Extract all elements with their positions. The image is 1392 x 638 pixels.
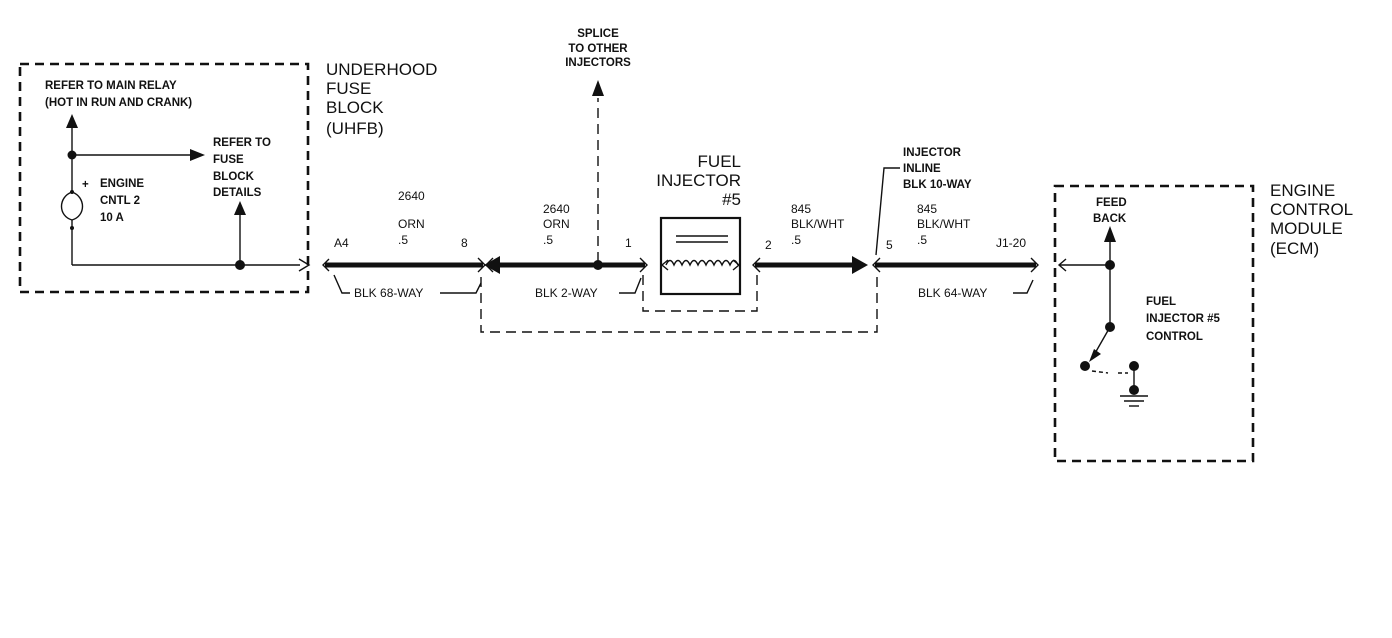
ground-node	[1129, 385, 1139, 395]
injector-title-2: INJECTOR	[656, 171, 741, 190]
feedback-label-2: BACK	[1093, 213, 1127, 225]
arrow-right-icon	[852, 256, 868, 274]
fuse-details-4: DETAILS	[213, 187, 262, 199]
arrow-up-details-icon	[234, 201, 246, 215]
splice-note-1: SPLICE	[577, 28, 619, 40]
wire1-circuit: 2640	[398, 189, 425, 203]
connector-a4-icon	[322, 258, 330, 272]
inline-note-3: BLK 10-WAY	[903, 179, 972, 191]
connector-64-way: BLK 64-WAY	[918, 286, 987, 300]
uhfb-title-1: UNDERHOOD	[326, 60, 437, 79]
switch-blade	[1093, 326, 1111, 356]
connector-pin2-icon	[752, 257, 761, 273]
fuse-label-2: CNTL 2	[100, 195, 140, 207]
main-relay-note-1: REFER TO MAIN RELAY	[45, 80, 177, 92]
connector-2-way: BLK 2-WAY	[535, 286, 598, 300]
uhfb-title-3: BLOCK	[326, 98, 384, 117]
fuse-label-1: ENGINE	[100, 178, 144, 190]
wire4-circuit: 845	[917, 202, 937, 216]
fuse-label-3: 10 A	[100, 212, 124, 224]
wire2-color: ORN	[543, 217, 570, 231]
uhfb-title-4: (UHFB)	[326, 119, 384, 138]
pin-8: 8	[461, 236, 468, 250]
ecm-title-3: MODULE	[1270, 219, 1343, 238]
injector-body	[659, 216, 742, 296]
wire3-circuit: 845	[791, 202, 811, 216]
wire3-color: BLK/WHT	[791, 217, 845, 231]
wire2-circuit: 2640	[543, 202, 570, 216]
wire4-color: BLK/WHT	[917, 217, 971, 231]
arrow-right-fuse-icon	[190, 149, 205, 161]
control-label-1: FUEL	[1146, 296, 1176, 308]
uhfb-box	[18, 62, 310, 294]
fuse-details-3: BLOCK	[213, 171, 255, 183]
injector-title-3: #5	[722, 190, 741, 209]
arrow-up-splice-icon	[592, 80, 604, 96]
splice-note-3: INJECTORS	[565, 57, 631, 69]
injector-splice-node	[593, 260, 603, 270]
ecm-title-1: ENGINE	[1270, 181, 1335, 200]
wire2-gauge: .5	[543, 233, 553, 247]
injector-coil-icon	[665, 259, 739, 267]
pin-j1-20: J1-20	[996, 236, 1026, 250]
connector-68-way: BLK 68-WAY	[354, 286, 423, 300]
wire3-gauge: .5	[791, 233, 801, 247]
pin-5: 5	[886, 238, 893, 252]
connector-arrow-icon	[298, 258, 311, 272]
injector-connector-outline	[642, 275, 758, 312]
fuse-icon	[60, 191, 84, 221]
injector-title-1: FUEL	[698, 152, 741, 171]
arrow-up-relay-icon	[66, 114, 78, 128]
uhfb-title-2: FUSE	[326, 79, 371, 98]
fuse-plus-sign: +	[82, 179, 89, 191]
fuse-details-1: REFER TO	[213, 137, 271, 149]
pin-a4: A4	[334, 236, 349, 250]
wire1-gauge: .5	[398, 233, 408, 247]
arrow-left-icon	[484, 256, 500, 274]
ecm-title-2: CONTROL	[1270, 200, 1353, 219]
fuse-details-2: FUSE	[213, 154, 244, 166]
switch-bottom-contact	[1080, 361, 1090, 371]
control-label-2: INJECTOR #5	[1146, 313, 1221, 325]
connector-pin5-icon	[872, 257, 881, 273]
wire4-gauge: .5	[917, 233, 927, 247]
ecm-title-4: (ECM)	[1270, 239, 1319, 258]
inline-note-2: INLINE	[903, 163, 941, 175]
pin-2: 2	[765, 238, 772, 252]
splice-note-2: TO OTHER	[568, 43, 628, 55]
wire1-color: ORN	[398, 217, 425, 231]
ecm-box	[1053, 184, 1255, 463]
feedback-label-1: FEED	[1096, 197, 1127, 209]
main-relay-note-2: (HOT IN RUN AND CRANK)	[45, 97, 192, 109]
control-label-3: CONTROL	[1146, 331, 1203, 343]
connector-j1-20-icon	[1030, 257, 1039, 273]
connector-pin1-icon	[639, 257, 648, 273]
arrow-up-feedback-icon	[1104, 226, 1116, 242]
pin-1: 1	[625, 236, 632, 250]
inline-note-1: INJECTOR	[903, 147, 962, 159]
